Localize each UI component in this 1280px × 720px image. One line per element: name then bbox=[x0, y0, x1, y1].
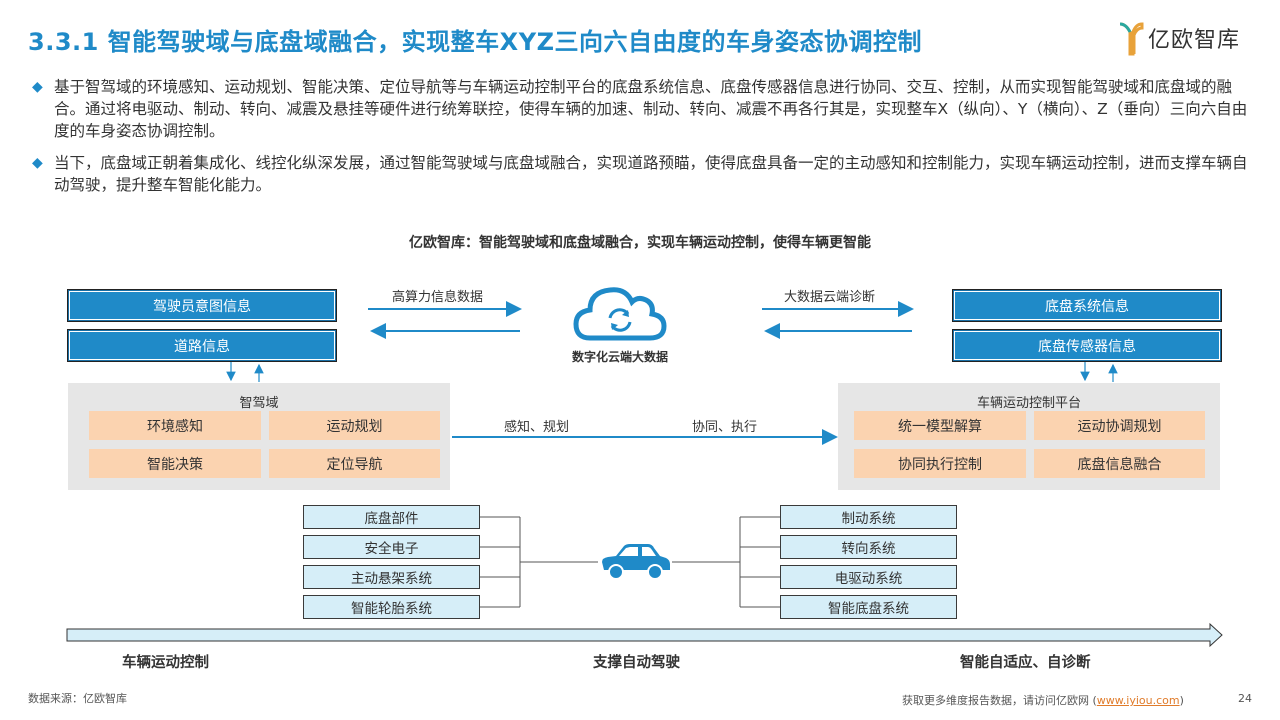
arrow-label-left: 高算力信息数据 bbox=[392, 290, 484, 305]
system-box: 底盘部件 bbox=[303, 505, 480, 529]
middle-label-left: 感知、规划 bbox=[504, 420, 570, 435]
bottom-label-left: 车辆运动控制 bbox=[122, 655, 209, 671]
domain-item: 运动规划 bbox=[269, 411, 440, 440]
middle-label-right: 协同、执行 bbox=[692, 420, 758, 435]
bullet-text: 基于智驾域的环境感知、运动规划、智能决策、定位导航等与车辆运动控制平台的底盘系统… bbox=[54, 78, 1248, 140]
domain-item: 底盘信息融合 bbox=[1034, 449, 1205, 478]
page-number: 24 bbox=[1238, 692, 1252, 705]
cloud-label: 数字化云端大数据 bbox=[572, 350, 669, 364]
system-box: 智能底盘系统 bbox=[780, 595, 957, 619]
logo-text: 亿欧智库 bbox=[1148, 28, 1241, 53]
footer-more: 获取更多维度报告数据，请访问亿欧网 (www.iyiou.com) bbox=[902, 692, 1184, 708]
chassis-sensor-info-box: 底盘传感器信息 bbox=[952, 329, 1222, 362]
car-icon bbox=[602, 544, 670, 580]
system-box: 制动系统 bbox=[780, 505, 957, 529]
driver-intent-box: 驾驶员意图信息 bbox=[67, 289, 337, 322]
road-info-box: 道路信息 bbox=[67, 329, 337, 362]
system-box: 安全电子 bbox=[303, 535, 480, 559]
arrow-label-right: 大数据云端诊断 bbox=[784, 290, 876, 305]
domain-title: 车辆运动控制平台 bbox=[976, 396, 1081, 411]
system-box: 智能轮胎系统 bbox=[303, 595, 480, 619]
bottom-label-center: 支撑自动驾驶 bbox=[593, 655, 680, 671]
bullet-2: ◆ 当下，底盘域正朝着集成化、线控化纵深发展，通过智能驾驶域与底盘域融合，实现道… bbox=[32, 152, 1257, 196]
bullet-text: 当下，底盘域正朝着集成化、线控化纵深发展，通过智能驾驶域与底盘域融合，实现道路预… bbox=[54, 154, 1248, 194]
logo-icon bbox=[1119, 22, 1144, 56]
domain-title: 智驾域 bbox=[239, 396, 279, 411]
domain-item: 环境感知 bbox=[89, 411, 261, 440]
diamond-icon: ◆ bbox=[32, 155, 43, 171]
footer-more-suffix: ) bbox=[1179, 694, 1184, 707]
page-title: 3.3.1 智能驾驶域与底盘域融合，实现整车XYZ三向六自由度的车身姿态协调控制 bbox=[28, 28, 922, 56]
system-box: 转向系统 bbox=[780, 535, 957, 559]
website-link[interactable]: www.iyiou.com bbox=[1096, 694, 1180, 707]
footer-more-prefix: 获取更多维度报告数据，请访问亿欧网 ( bbox=[902, 694, 1097, 707]
diagram-title: 亿欧智库：智能驾驶域和底盘域融合，实现车辆运动控制，使得车辆更智能 bbox=[409, 235, 871, 251]
chassis-system-info-box: 底盘系统信息 bbox=[952, 289, 1222, 322]
system-box: 主动悬架系统 bbox=[303, 565, 480, 589]
domain-item: 运动协调规划 bbox=[1034, 411, 1205, 440]
diamond-icon: ◆ bbox=[32, 79, 43, 95]
domain-item: 统一模型解算 bbox=[854, 411, 1026, 440]
domain-item: 定位导航 bbox=[269, 449, 440, 478]
system-box: 电驱动系统 bbox=[780, 565, 957, 589]
logo: 亿欧智库 bbox=[1118, 18, 1268, 58]
cloud-icon bbox=[573, 287, 667, 341]
source-note: 数据来源：亿欧智库 bbox=[28, 692, 127, 705]
bottom-label-right: 智能自适应、自诊断 bbox=[960, 655, 1091, 671]
domain-item: 协同执行控制 bbox=[854, 449, 1026, 478]
bullet-1: ◆ 基于智驾域的环境感知、运动规划、智能决策、定位导航等与车辆运动控制平台的底盘… bbox=[32, 76, 1257, 142]
domain-item: 智能决策 bbox=[89, 449, 261, 478]
